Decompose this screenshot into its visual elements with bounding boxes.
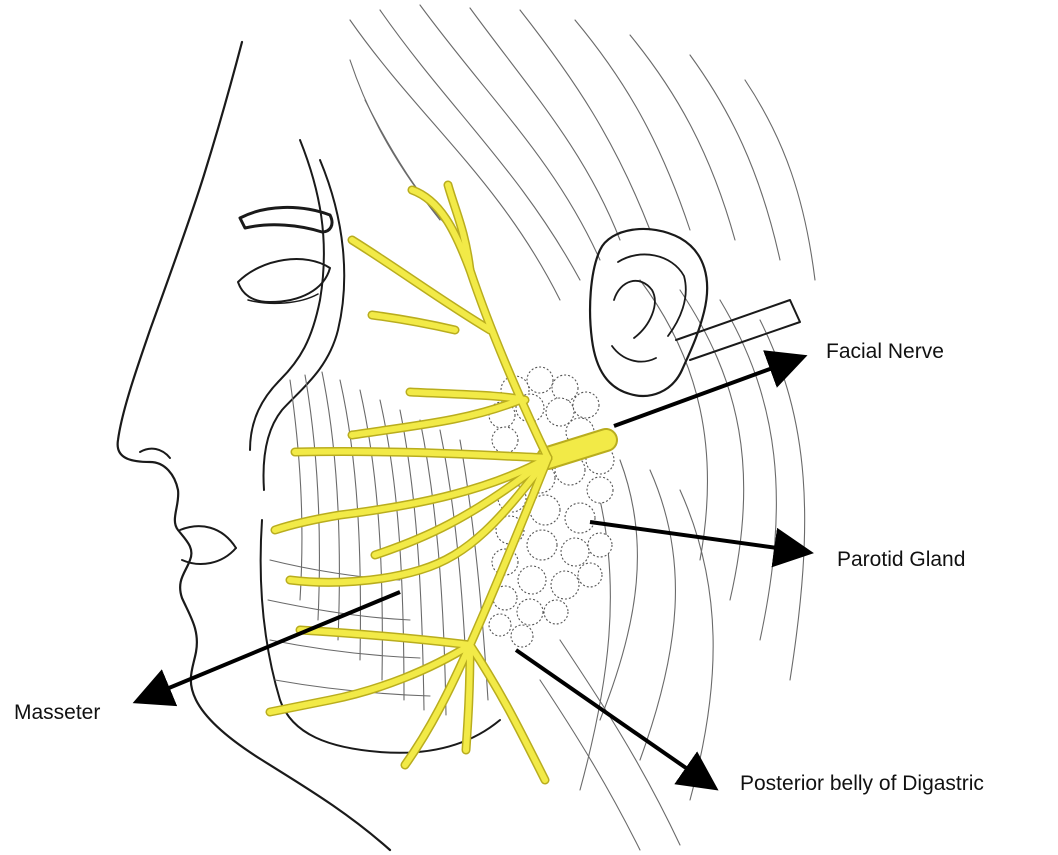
posterior-belly-digastric-label: Posterior belly of Digastric <box>740 773 984 794</box>
facial-nerve-label: Facial Nerve <box>826 341 944 362</box>
digastric-arrow <box>516 650 712 786</box>
parotid-gland-arrow <box>590 522 806 552</box>
facial-nerve-arrow <box>614 358 800 426</box>
masseter-label: Masseter <box>14 702 100 723</box>
parotid-gland-label: Parotid Gland <box>837 549 965 570</box>
masseter-arrow <box>140 592 400 700</box>
facial-nerve-branches <box>270 185 606 780</box>
